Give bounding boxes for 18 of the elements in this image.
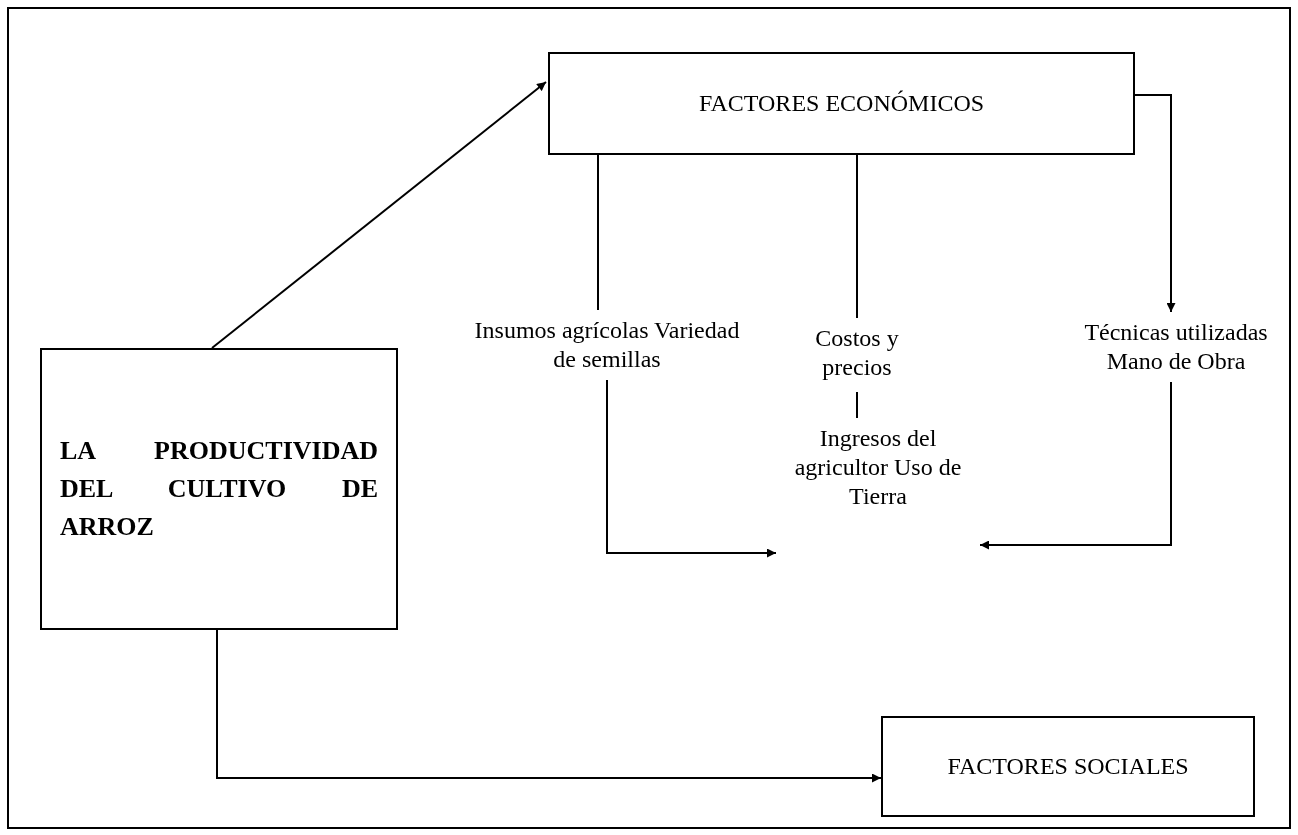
arrow [1134, 94, 1176, 313]
connector-line [597, 154, 599, 311]
text-box [881, 716, 1255, 817]
factor-label: Técnicas utilizadas Mano de Obra [1083, 318, 1269, 376]
arrow [211, 81, 547, 349]
box-label: FACTORES ECONÓMICOS [698, 89, 985, 118]
factor-label: Ingresos del agricultor Uso de Tierra [793, 424, 963, 511]
factor-label: Costos y precios [814, 324, 900, 382]
arrow [979, 381, 1172, 550]
connector-line [856, 391, 858, 419]
text-box [548, 52, 1135, 155]
arrow [216, 629, 882, 783]
text-box [40, 348, 398, 630]
factor-label: Insumos agrícolas Variedad de semillas [473, 316, 741, 374]
arrow [606, 379, 777, 558]
connector-line [856, 154, 858, 319]
box-label: LA PRODUCTIVIDAD DEL CULTIVO DE ARROZ [60, 435, 378, 543]
box-label: FACTORES SOCIALES [947, 752, 1189, 781]
